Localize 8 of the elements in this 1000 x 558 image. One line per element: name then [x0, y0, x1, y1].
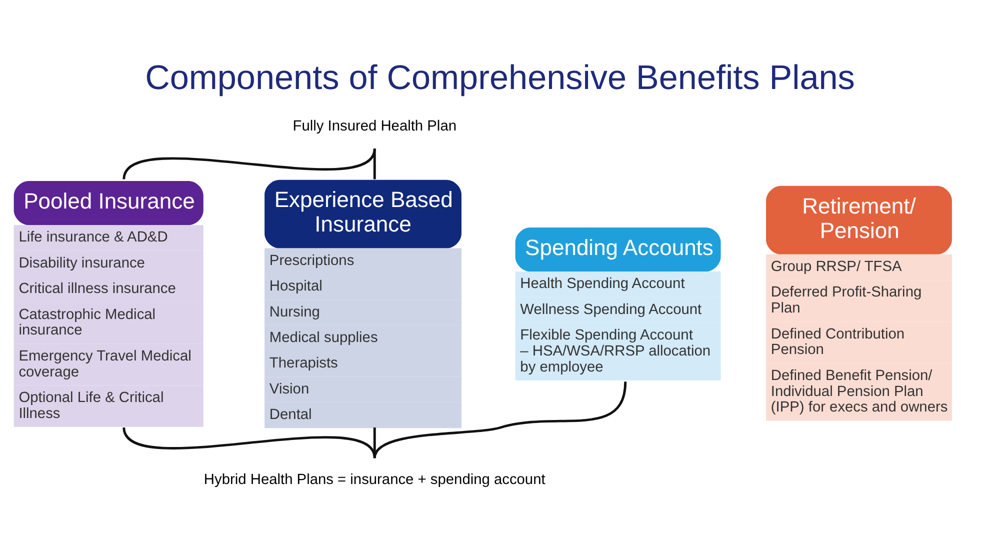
connector: [373, 148, 376, 179]
connector: [373, 381, 627, 458]
diagram-title: Components of Comprehensive Benefits Plans: [145, 58, 855, 97]
connector: [122, 148, 376, 180]
connector: [122, 426, 376, 458]
node-text: Fully Insured Health Plan: [292, 118, 457, 134]
connector: [373, 427, 376, 458]
node-text: Hybrid Health Plans = insurance + spending account: [204, 471, 546, 488]
